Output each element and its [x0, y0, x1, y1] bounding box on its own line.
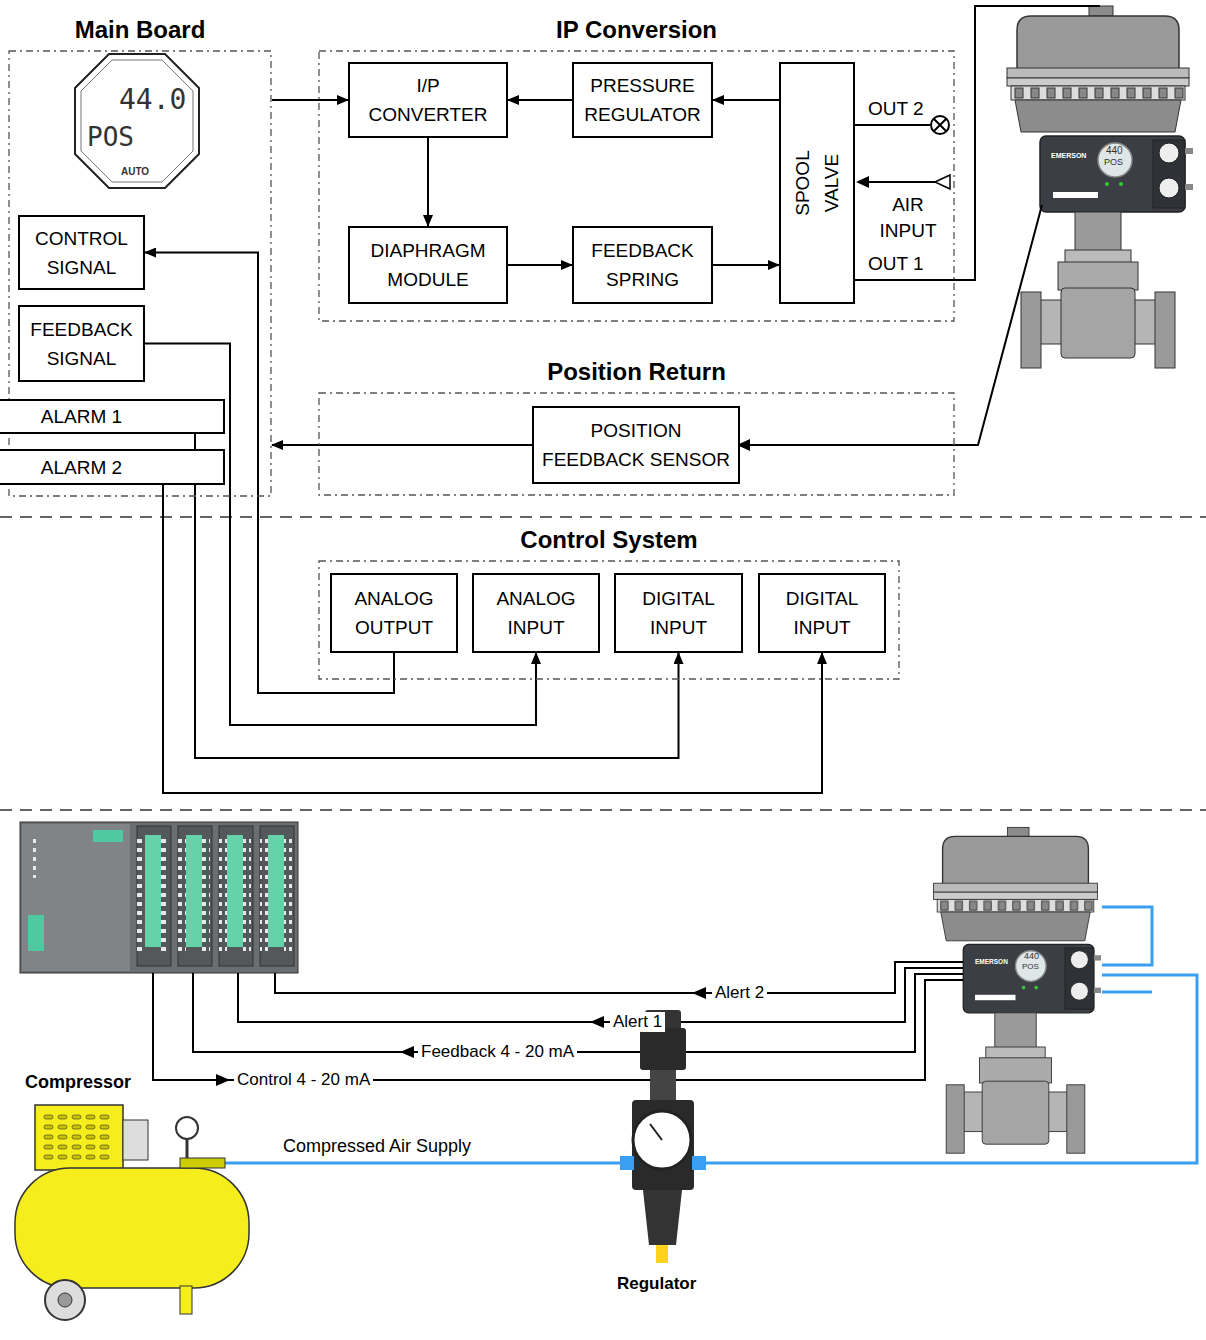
connector-arrow — [508, 99, 572, 101]
process-box: DIGITAL INPUT — [614, 573, 743, 653]
box-text: PRESSURE REGULATOR — [580, 71, 705, 129]
annotation-label: Compressor — [25, 1072, 131, 1092]
box-text: DIGITAL INPUT — [766, 584, 878, 642]
box-text: CONTROL SIGNAL — [26, 224, 137, 282]
lcd-display: 44.0POS AUTO — [73, 52, 201, 190]
box-text: DIAPHRAGM MODULE — [356, 236, 500, 294]
region-panel: Position ReturnPOSITION FEEDBACK SENSOR — [318, 392, 955, 496]
box-text: FEEDBACK SPRING — [580, 236, 705, 294]
connector-arrow — [713, 99, 779, 101]
box-text: ANALOG INPUT — [480, 584, 592, 642]
annotation-label: AIR INPUT — [868, 192, 948, 244]
region-heading: Control System — [278, 526, 940, 554]
region-panel: Main Board44.0POSAUTOCONTROL SIGNALFEEDB… — [8, 50, 272, 497]
connector-arrow — [427, 138, 429, 226]
annotation-label: POS — [1104, 157, 1123, 168]
connector-arrow — [508, 264, 572, 266]
connector-arrow — [272, 444, 532, 446]
annotation-label: OUT 1 — [868, 253, 924, 275]
box-text: POSITION FEEDBACK SENSOR — [540, 416, 732, 474]
process-box: PRESSURE REGULATOR — [572, 62, 713, 138]
process-box: CONTROL SIGNAL — [18, 215, 145, 290]
process-box: ANALOG OUTPUT — [330, 573, 458, 653]
annotation-label: Feedback 4 - 20 mA — [418, 1042, 577, 1062]
box-text: ANALOG OUTPUT — [338, 584, 450, 642]
process-box: FEEDBACK SIGNAL — [18, 305, 145, 382]
box-text: DIGITAL INPUT — [622, 584, 735, 642]
process-box: I/P CONVERTER — [348, 62, 508, 138]
box-text: SPOOL VALVE — [788, 138, 846, 228]
process-box: POSITION FEEDBACK SENSOR — [532, 406, 740, 484]
annotation-label: EMERSON — [1051, 152, 1086, 160]
annotation-label: Regulator — [617, 1274, 696, 1294]
connector-arrow — [272, 99, 348, 101]
box-text: ALARM 2 — [41, 453, 122, 482]
annotation-label: Alert 1 — [610, 1012, 665, 1032]
process-box: FEEDBACK SPRING — [572, 226, 713, 304]
annotation-label: 440 — [1106, 145, 1123, 157]
region-heading: IP Conversion — [278, 16, 995, 44]
region-heading: Main Board — [0, 16, 312, 44]
process-box: DIAPHRAGM MODULE — [348, 226, 508, 304]
box-text: FEEDBACK SIGNAL — [26, 315, 137, 373]
process-box: ALARM 1 — [0, 399, 225, 434]
annotation-label: OUT 2 — [868, 98, 924, 120]
annotation-label: Compressed Air Supply — [283, 1136, 471, 1156]
annotation-label: Control 4 - 20 mA — [234, 1070, 373, 1090]
lcd-text: 44.0 — [119, 86, 186, 114]
region-heading: Position Return — [278, 358, 995, 386]
box-text: ALARM 1 — [41, 402, 122, 431]
spool-valve-box: SPOOL VALVE — [779, 62, 855, 304]
annotation-label: POS — [1022, 962, 1039, 972]
lcd-text: AUTO — [121, 167, 149, 177]
connector-arrow — [713, 264, 779, 266]
region-panel: Control SystemANALOG OUTPUTANALOG INPUTD… — [318, 560, 900, 680]
lcd-text: POS — [87, 124, 134, 150]
box-text: I/P CONVERTER — [362, 71, 494, 129]
annotation-label: EMERSON — [975, 958, 1008, 966]
process-box: ALARM 2 — [0, 449, 225, 485]
process-box: DIGITAL INPUT — [758, 573, 886, 653]
annotation-label: Alert 2 — [712, 983, 767, 1003]
process-box: ANALOG INPUT — [472, 573, 600, 653]
annotation-label: 440 — [1024, 951, 1039, 962]
region-panel: IP ConversionI/P CONVERTERPRESSURE REGUL… — [318, 50, 955, 322]
connector-arrow — [163, 467, 822, 793]
